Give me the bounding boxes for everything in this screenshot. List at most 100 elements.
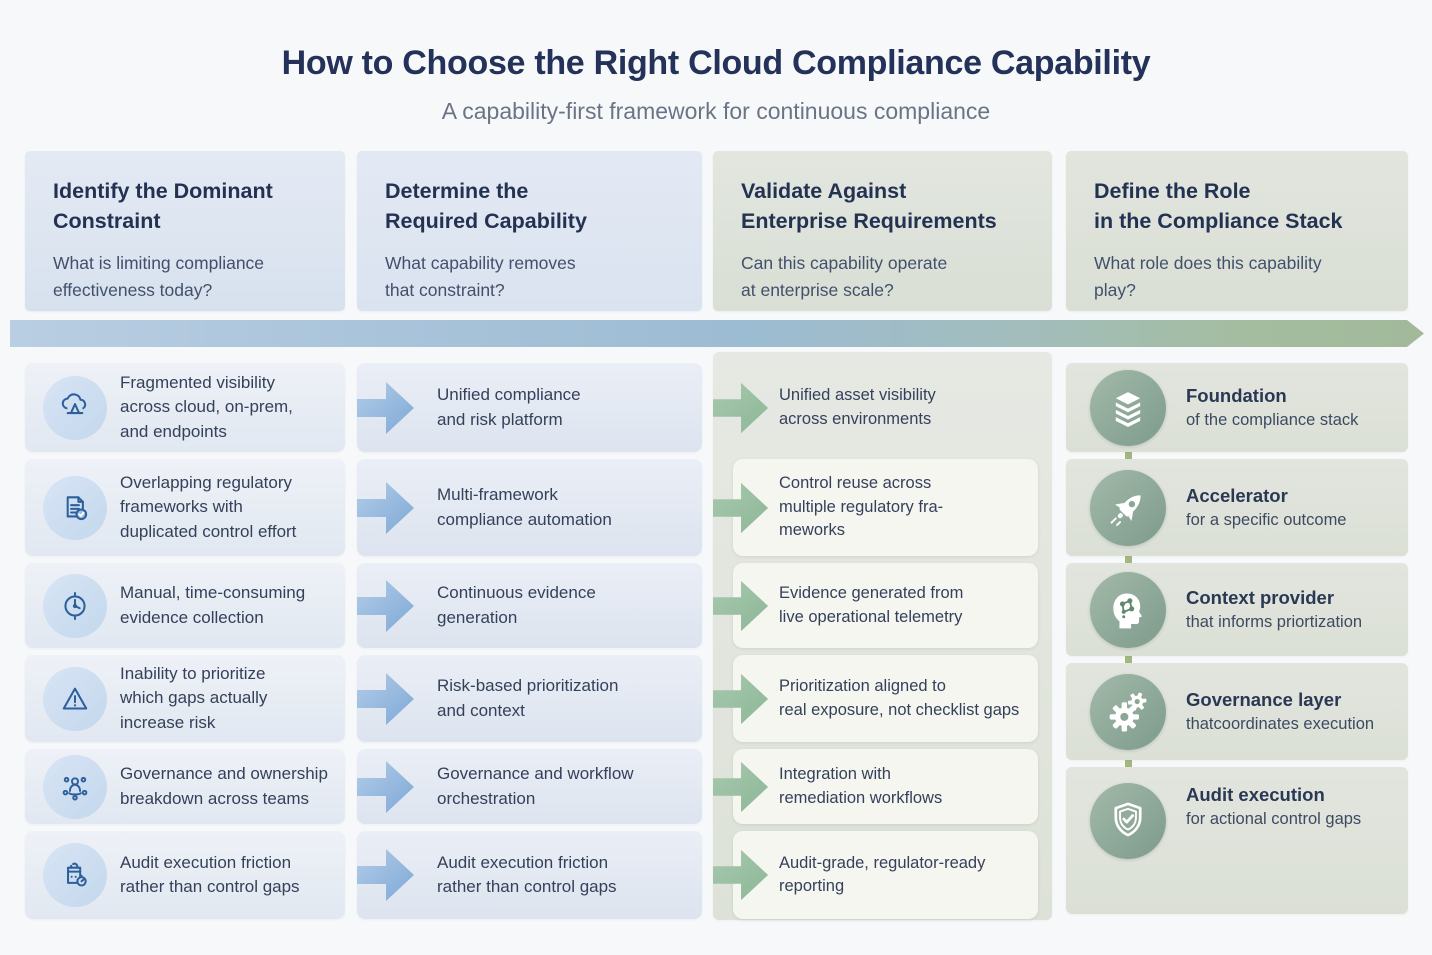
requirement-item: Integration with remediation workflows	[713, 749, 1038, 824]
requirements-column: Unified asset visibility across environm…	[713, 352, 1052, 920]
role-item: Foundation of the compliance stack	[1066, 363, 1408, 452]
constraint-text: Fragmented visibility across cloud, on-p…	[120, 373, 293, 441]
role-title: Context provider	[1186, 586, 1335, 608]
capability-item: Continuous evidence generation	[357, 563, 702, 648]
role-subtitle: for a specific outcome	[1186, 510, 1347, 529]
constraint-text: Inability to prioritize which gaps actua…	[120, 664, 268, 732]
right-arrow-icon	[357, 849, 414, 901]
right-arrow-icon	[713, 482, 769, 533]
right-arrow-icon	[357, 672, 414, 725]
document-check-icon	[43, 475, 107, 540]
requirement-card	[733, 563, 1038, 648]
shield-check-icon	[1090, 783, 1166, 859]
roles-column: Foundation of the compliance stack	[1066, 363, 1408, 914]
right-arrow-icon	[357, 579, 414, 632]
capabilities-column: Unified compliance and risk platform Mul…	[357, 363, 702, 919]
capability-text: Continuous evidence generation	[437, 583, 596, 627]
role-item: Context provider that informs priortizat…	[1066, 563, 1408, 656]
role-text: Audit execution for actional control gap…	[1186, 783, 1361, 830]
capability-text: Unified compliance and risk platform	[437, 385, 581, 429]
clock-icon	[43, 573, 107, 638]
role-text: Governance layer thatcoordinates executi…	[1186, 688, 1374, 735]
requirement-item: Control reuse across multiple regulatory…	[713, 459, 1038, 556]
capability-item: Governance and workflow orchestration	[357, 749, 702, 824]
requirement-text: Evidence generated from live operational…	[779, 584, 964, 626]
role-subtitle: for actional control gaps	[1186, 810, 1362, 829]
requirement-item: Audit-grade, regulator-ready reporting	[713, 831, 1038, 919]
column-header-capability: Determine the Required Capability What c…	[357, 151, 702, 311]
capability-item: Audit execution friction rather than con…	[357, 831, 702, 919]
constraint-text: Governance and ownership breakdown acros…	[120, 764, 328, 808]
page-title: How to Choose the Right Cloud Compliance…	[281, 44, 1151, 82]
constraint-text: Manual, time-consuming evidence collecti…	[120, 583, 306, 627]
constraint-item: Overlapping regulatory frameworks with d…	[25, 459, 345, 556]
right-arrow-icon	[357, 381, 414, 434]
requirement-text: Audit-grade, regulator-ready reporting	[779, 853, 986, 895]
gears-icon	[1090, 673, 1166, 750]
role-title: Accelerator	[1186, 484, 1288, 506]
role-title: Audit execution	[1186, 784, 1325, 805]
requirement-text: Unified asset visibility across environm…	[779, 386, 936, 428]
layers-icon	[1090, 369, 1166, 446]
constraint-item: Audit execution friction rather than con…	[25, 831, 345, 919]
capability-text: Multi-framework compliance automation	[437, 485, 612, 529]
capability-text: Audit execution friction rather than con…	[437, 852, 617, 896]
right-arrow-icon	[713, 580, 769, 631]
column-question: What capability removes that constraint?	[385, 253, 576, 300]
constraint-item: Inability to prioritize which gaps actua…	[25, 655, 345, 742]
right-arrow-icon	[713, 382, 769, 433]
column-title: Validate Against Enterprise Requirements	[741, 179, 997, 233]
capability-text: Risk-based prioritization and context	[437, 676, 619, 720]
constraint-item: Manual, time-consuming evidence collecti…	[25, 563, 345, 648]
role-text: Accelerator for a specific outcome	[1186, 484, 1347, 531]
flow-arrow-band	[10, 320, 1424, 347]
capability-text: Governance and workflow orchestration	[437, 764, 634, 808]
team-icon	[43, 754, 107, 819]
requirement-card	[733, 831, 1038, 919]
cloud-upload-icon	[43, 375, 107, 440]
requirement-card	[733, 655, 1038, 742]
rocket-icon	[1090, 469, 1166, 546]
column-header-constraint: Identify the Dominant Constraint What is…	[25, 151, 345, 311]
right-arrow-icon	[357, 760, 414, 813]
column-question: Can this capability operate at enterpris…	[741, 253, 948, 300]
column-title: Define the Role in the Compliance Stack	[1094, 179, 1343, 233]
requirement-item: Evidence generated from live operational…	[713, 563, 1038, 648]
right-arrow-icon	[713, 849, 769, 901]
role-item: Audit execution for actional control gap…	[1066, 767, 1408, 914]
role-item: Governance layer thatcoordinates executi…	[1066, 663, 1408, 760]
requirement-text: Integration with remediation workflows	[779, 765, 943, 807]
column-title: Identify the Dominant Constraint	[53, 179, 273, 233]
column-header-role: Define the Role in the Compliance Stack …	[1066, 151, 1408, 311]
page-subtitle: A capability-first framework for continu…	[441, 98, 991, 124]
head-network-icon	[1090, 571, 1166, 648]
column-question: What is limiting compliance effectivenes…	[53, 253, 265, 300]
constraint-item: Governance and ownership breakdown acros…	[25, 749, 345, 824]
constraint-text: Overlapping regulatory frameworks with d…	[120, 473, 297, 541]
requirement-card	[733, 459, 1038, 556]
role-text: Foundation of the compliance stack	[1186, 384, 1358, 431]
requirement-item: Unified asset visibility across environm…	[713, 363, 1038, 452]
role-text: Context provider that informs priortizat…	[1186, 586, 1362, 633]
role-title: Governance layer	[1186, 688, 1342, 710]
capability-item: Multi-framework compliance automation	[357, 459, 702, 556]
requirement-text: Control reuse across multiple regulatory…	[779, 474, 944, 540]
role-title: Foundation	[1186, 384, 1287, 406]
right-arrow-icon	[713, 761, 769, 812]
role-item: Accelerator for a specific outcome	[1066, 459, 1408, 556]
role-subtitle: thatcoordinates execution	[1186, 714, 1375, 733]
warning-triangle-icon	[43, 666, 107, 731]
role-subtitle: that informs priortization	[1186, 612, 1363, 631]
capability-item: Risk-based prioritization and context	[357, 655, 702, 742]
constraints-column: Fragmented visibility across cloud, on-p…	[25, 363, 345, 919]
role-subtitle: of the compliance stack	[1186, 410, 1359, 429]
right-arrow-icon	[713, 673, 769, 724]
capability-item: Unified compliance and risk platform	[357, 363, 702, 452]
requirement-item: Prioritization aligned to real exposure,…	[713, 655, 1038, 742]
requirement-text: Prioritization aligned to real exposure,…	[779, 677, 1020, 719]
requirement-card	[733, 749, 1038, 824]
column-title: Determine the Required Capability	[385, 179, 587, 233]
clipboard-timer-icon	[43, 843, 107, 907]
constraint-item: Fragmented visibility across cloud, on-p…	[25, 363, 345, 452]
